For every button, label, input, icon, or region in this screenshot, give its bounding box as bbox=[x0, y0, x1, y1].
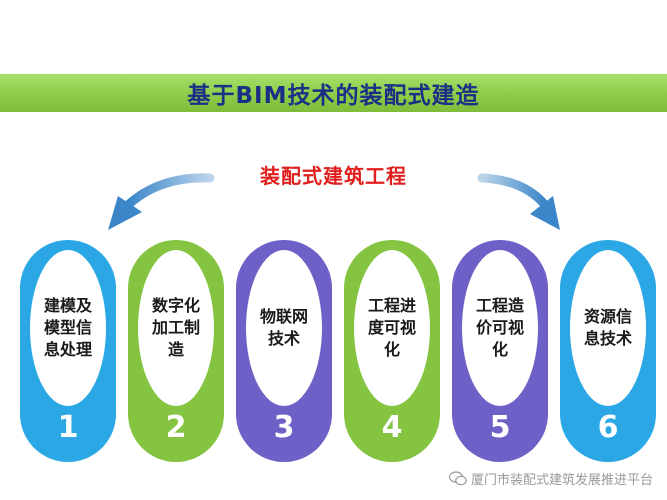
category-label: 工程造价可视化 bbox=[475, 296, 524, 359]
category-pill-6: 资源信息技术 6 bbox=[560, 240, 656, 462]
category-number: 3 bbox=[273, 410, 295, 445]
wechat-icon bbox=[448, 471, 467, 486]
category-label-oval: 物联网技术 bbox=[246, 250, 322, 406]
category-label: 物联网技术 bbox=[259, 307, 308, 348]
category-label: 工程进度可视化 bbox=[367, 296, 416, 359]
category-number: 6 bbox=[597, 410, 619, 445]
category-label: 资源信息技术 bbox=[583, 307, 632, 348]
watermark-text: 厦门市装配式建筑发展推进平台 bbox=[470, 473, 653, 488]
category-label-oval: 数字化加工制造 bbox=[138, 250, 214, 406]
category-pill-5: 工程造价可视化 5 bbox=[452, 240, 548, 462]
category-label-oval: 建模及模型信息处理 bbox=[30, 250, 106, 406]
left-arrow-icon bbox=[108, 173, 215, 230]
diagram-subtitle: 装配式建筑工程 bbox=[260, 164, 407, 188]
page-title: 基于BIM技术的装配式建造 bbox=[187, 83, 480, 109]
category-pill-3: 物联网技术 3 bbox=[236, 240, 332, 462]
category-label-oval: 工程造价可视化 bbox=[462, 250, 538, 406]
category-number: 5 bbox=[489, 410, 511, 445]
category-label-oval: 工程进度可视化 bbox=[354, 250, 430, 406]
category-label: 建模及模型信息处理 bbox=[43, 296, 92, 359]
title-banner: 基于BIM技术的装配式建造 bbox=[0, 74, 667, 112]
category-number: 4 bbox=[381, 410, 403, 445]
category-label: 数字化加工制造 bbox=[151, 296, 200, 359]
category-label-oval: 资源信息技术 bbox=[570, 250, 646, 406]
watermark: 厦门市装配式建筑发展推进平台 bbox=[448, 469, 653, 488]
category-pill-1: 建模及模型信息处理 1 bbox=[20, 240, 116, 462]
right-arrow-icon bbox=[477, 173, 560, 230]
category-number: 1 bbox=[57, 410, 79, 445]
category-pill-2: 数字化加工制造 2 bbox=[128, 240, 224, 462]
category-pill-4: 工程进度可视化 4 bbox=[344, 240, 440, 462]
category-number: 2 bbox=[165, 410, 187, 445]
